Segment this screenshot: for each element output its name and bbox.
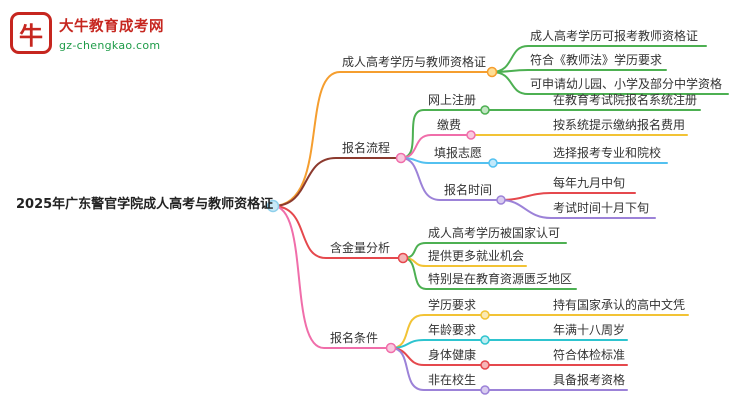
node-dot-payment [466,130,476,140]
link-time-september [500,192,636,201]
node-education-detail: 持有国家承认的高中文凭 [553,298,686,312]
node-nonstudent-requirement: 非在校生 [428,373,477,387]
link-teacher-law [491,69,667,73]
node-dot-fill-preference [488,158,498,168]
link-branch-process [272,157,398,207]
logo-title: 大牛教育成考网 [59,19,164,35]
node-resource-scarce-areas: 特别是在教育资源匮乏地区 [428,272,573,286]
node-dot-registration-time [496,195,506,205]
node-nonstudent-detail: 具备报考资格 [553,373,626,387]
node-age-requirement: 年龄要求 [428,323,477,337]
node-fill-preference-detail: 选择报考专业和院校 [553,146,662,160]
node-dot-health [480,360,490,370]
node-kindergarten-scope: 可申请幼儿园、小学及部分中学资格 [530,77,723,91]
node-dot-process [395,152,407,164]
node-education-requirement: 学历要求 [428,298,477,312]
node-dot-conditions [385,342,397,354]
node-registration-process: 报名流程 [342,141,391,155]
link-branch-conditions [272,205,388,349]
node-online-register-detail: 在教育考试院报名系统注册 [553,93,698,107]
node-value-analysis: 含金量分析 [330,241,391,255]
link-branch-value [272,205,400,259]
node-dot-edu [480,310,490,320]
node-dot-age [480,335,490,345]
node-registration-conditions: 报名条件 [330,331,379,345]
node-state-recognized: 成人高考学历被国家认可 [428,226,561,240]
site-logo: 牛 大牛教育成考网 gz-chengkao.com [10,12,164,54]
node-payment-detail: 按系统提示缴纳报名费用 [553,118,686,132]
logo-subtitle: gz-chengkao.com [59,39,161,52]
link-registration-time [400,157,498,201]
node-dot-value [397,252,409,264]
node-cert-eligible: 成人高考学历可报考教师资格证 [530,29,699,43]
node-dot-nonstudent [480,385,490,395]
bull-logo-icon: 牛 [10,12,52,54]
root-node: 2025年广东警官学院成人高考与教师资格证 [16,197,274,212]
link-kindergarten-scope [491,71,729,95]
node-more-jobs: 提供更多就业机会 [428,249,525,263]
node-teacher-law: 符合《教师法》学历要求 [530,53,663,67]
node-dot-degree-cert [486,66,498,78]
node-time-september: 每年九月中旬 [553,176,626,190]
link-nonstudent-requirement [390,347,482,391]
link-branch-degree-cert [272,71,489,207]
node-online-register: 网上注册 [428,93,477,107]
node-degree-and-cert: 成人高考学历与教师资格证 [342,55,487,69]
node-time-october: 考试时间十月下旬 [553,201,650,215]
node-fill-preference: 填报志愿 [434,146,483,160]
node-age-detail: 年满十八周岁 [553,323,626,337]
link-time-october [500,199,656,219]
node-health-detail: 符合体检标准 [553,348,626,362]
node-health-requirement: 身体健康 [428,348,477,362]
node-registration-time: 报名时间 [444,183,493,197]
node-dot-root [266,199,280,213]
node-dot-online-register [480,105,490,115]
node-payment: 缴费 [437,118,462,132]
